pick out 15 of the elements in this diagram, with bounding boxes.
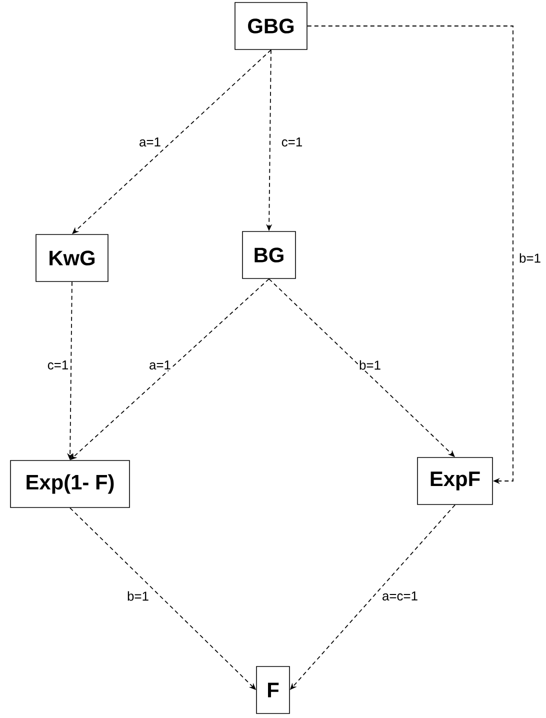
edge-label: c=1 bbox=[46, 359, 70, 371]
process-box: GBG bbox=[234, 2, 308, 50]
edge-label: a=1 bbox=[138, 136, 162, 148]
edge-label: a=c=1 bbox=[381, 590, 419, 602]
process-box: KwG bbox=[36, 234, 108, 282]
edge-label: b=1 bbox=[358, 359, 382, 371]
arrow bbox=[306, 26, 514, 484]
edge-label: b=1 bbox=[126, 590, 150, 602]
process-box: F bbox=[256, 666, 290, 714]
edge-label: c=1 bbox=[280, 136, 304, 148]
process-box: Exp(1- F) bbox=[10, 460, 130, 508]
process-box: ExpF bbox=[417, 457, 493, 505]
edge-label: b=1 bbox=[518, 252, 542, 264]
edge-label: a=1 bbox=[148, 359, 172, 371]
process-box: BG bbox=[242, 231, 296, 279]
